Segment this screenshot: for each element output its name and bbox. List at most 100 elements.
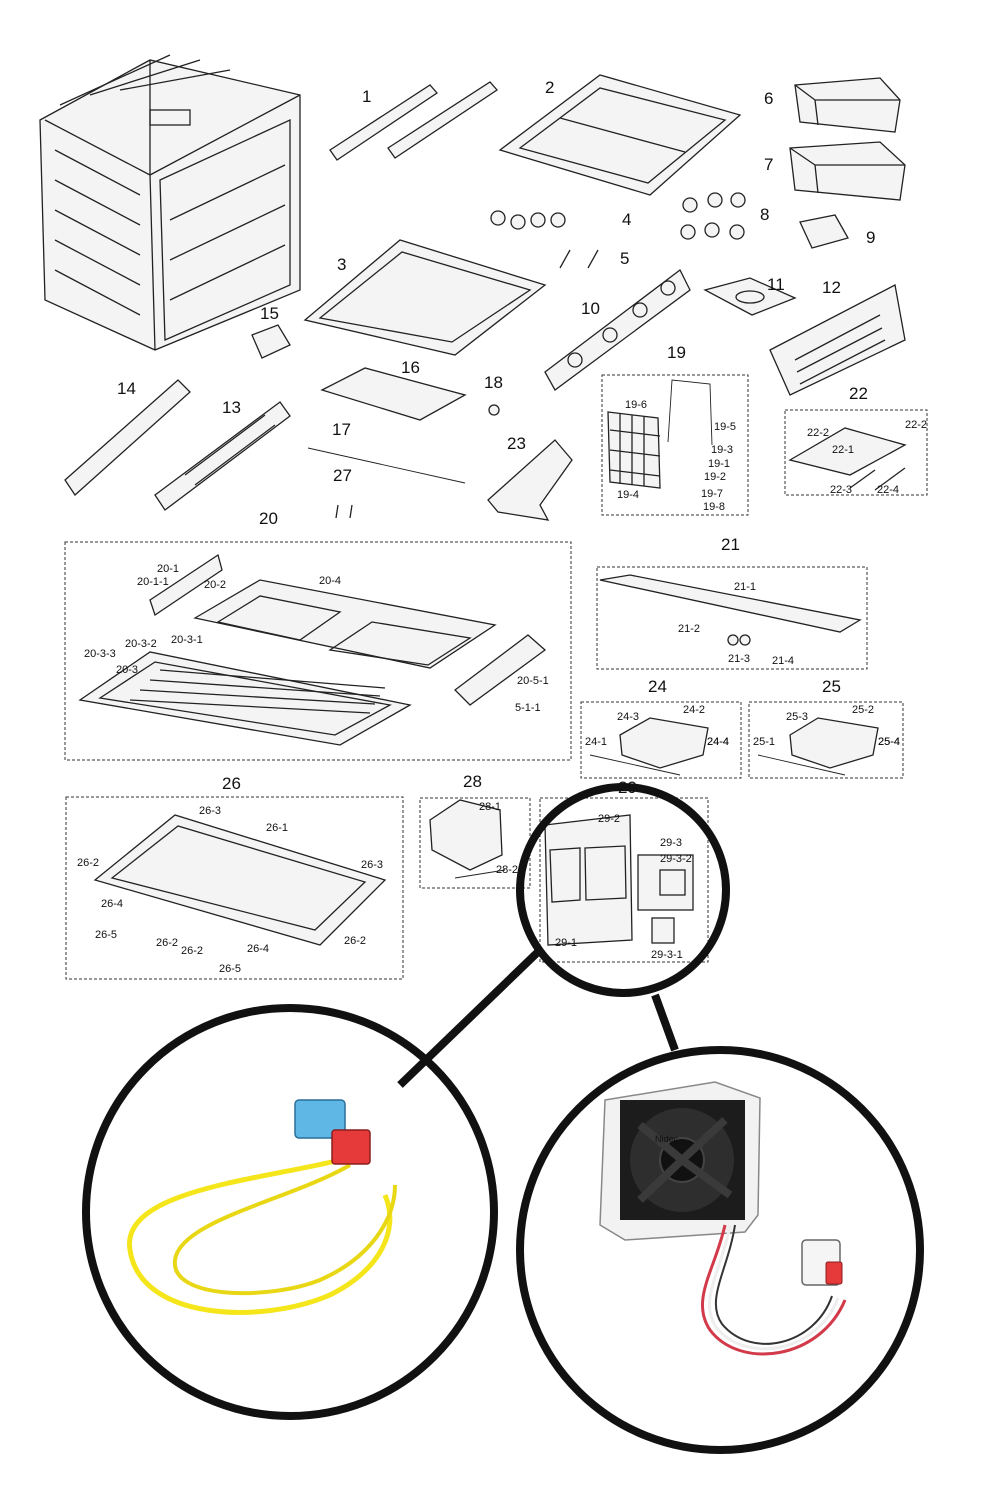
sublabel-29-1: 29-1	[555, 937, 577, 949]
sublabel-25-4: 25-4	[878, 736, 900, 748]
part-7-bin	[789, 141, 906, 201]
callout-5: 5	[620, 249, 629, 268]
part-11-plate	[703, 277, 797, 316]
part-20-1-bracket	[149, 553, 223, 617]
callout-4: 4	[622, 210, 631, 229]
sublabel-21-1: 21-1	[734, 581, 756, 593]
part-19-4-grille	[607, 411, 661, 489]
sub-labels: 19-119-219-319-419-519-619-719-820-120-1…	[77, 399, 927, 975]
sublabel-21-2: 21-2	[678, 623, 700, 635]
sublabel-19-8: 19-8	[703, 501, 725, 513]
sublabel-25-4: 25-4	[878, 736, 900, 748]
part-15-holder	[251, 324, 291, 359]
callout-11: 11	[767, 275, 785, 294]
callout-7: 7	[764, 155, 773, 174]
sublabel-20-4: 20-4	[319, 575, 341, 587]
callout-14: 14	[117, 379, 136, 398]
sublabel-26-2: 26-2	[344, 935, 366, 947]
part-20-drawer	[78, 651, 412, 746]
sublabel-19-3: 19-3	[711, 444, 733, 456]
sublabel-26-5: 26-5	[95, 929, 117, 941]
sublabel-20-1-1: 20-1-1	[137, 576, 169, 588]
part-18-screw	[488, 404, 500, 416]
callout-17: 17	[332, 420, 351, 439]
group-20-box	[64, 541, 572, 761]
sublabel-24-4: 24-4	[707, 736, 729, 748]
sublabel-22-3: 22-3	[830, 484, 852, 496]
part-12-guard	[769, 284, 906, 396]
part-23-assembly	[487, 439, 573, 521]
sublabel-28-1: 28-1	[479, 801, 501, 813]
sublabel-29-3-2: 29-3-2	[660, 853, 692, 865]
part-4-pins	[490, 210, 566, 230]
sublabel-21-3: 21-3	[728, 653, 750, 665]
callout-18: 18	[484, 373, 503, 392]
zoom-connector-left	[397, 947, 543, 1088]
part-10-bracket	[544, 269, 691, 391]
sublabel-22-4: 22-4	[877, 484, 899, 496]
sublabel-26-1: 26-1	[266, 822, 288, 834]
part-26-glass	[110, 825, 367, 931]
sublabel-19-6: 19-6	[625, 399, 647, 411]
sublabel-25-3: 25-3	[786, 711, 808, 723]
callout-24: 24	[648, 677, 667, 696]
group-22-box	[784, 409, 928, 496]
group-19-box	[601, 374, 749, 516]
part-21-3-knob-2	[739, 634, 751, 646]
fan-motor-photo	[599, 1081, 847, 1356]
sublabel-24-1: 24-1	[585, 736, 607, 748]
part-21-3-knob	[727, 634, 739, 646]
sublabel-26-3: 26-3	[361, 859, 383, 871]
part-20-4-cover	[193, 579, 497, 669]
part-26-shelf	[93, 814, 387, 946]
callout-21: 21	[721, 535, 740, 554]
callout-15: 15	[260, 304, 279, 323]
callout-29: 29	[618, 778, 637, 797]
callout-12: 12	[822, 278, 841, 297]
sublabel-22-2: 22-2	[905, 419, 927, 431]
sublabel-26-3: 26-3	[199, 805, 221, 817]
part-22-3-rods	[849, 467, 906, 491]
sublabel-20-2: 20-2	[204, 579, 226, 591]
sublabel-20-3-3: 20-3-3	[84, 648, 116, 660]
part-28-1-housing	[429, 799, 503, 871]
callout-10: 10	[581, 299, 600, 318]
sublabel-19-7: 19-7	[701, 488, 723, 500]
part-22-1-plate	[788, 427, 907, 476]
sublabel-5-1-1: 5-1-1	[515, 702, 541, 714]
part-24-drawer	[619, 717, 709, 769]
part-20-5-1-bracket	[454, 634, 547, 706]
sublabel-26-2: 26-2	[181, 945, 203, 957]
part-28-2-wire	[454, 869, 506, 879]
sublabel-19-5: 19-5	[714, 421, 736, 433]
sublabel-20-3: 20-3	[116, 664, 138, 676]
sublabel-26-4: 26-4	[247, 943, 269, 955]
callout-16: 16	[401, 358, 420, 377]
part-17-wire	[307, 447, 466, 484]
callout-6: 6	[764, 89, 773, 108]
zoom-circle-small	[516, 783, 730, 997]
part-29-2-door	[549, 845, 627, 903]
callout-27: 27	[333, 466, 352, 485]
part-6-bin	[794, 77, 901, 133]
red-connector	[331, 1129, 371, 1165]
sublabel-22-1: 22-1	[832, 444, 854, 456]
part-24-1-rail	[589, 754, 681, 776]
group-25-box	[748, 701, 904, 779]
sublabel-29-3: 29-3	[660, 837, 682, 849]
callout-2: 2	[545, 78, 554, 97]
callout-22: 22	[849, 384, 868, 403]
callout-13: 13	[222, 398, 241, 417]
sublabel-26-4: 26-4	[101, 898, 123, 910]
part-25-1-rail	[757, 754, 846, 776]
part-3-shelf	[303, 239, 547, 356]
part-29-3-2-fan	[659, 869, 686, 896]
callout-9: 9	[866, 228, 875, 247]
fan-brand-label: Nidec	[655, 1134, 679, 1144]
part-16-cover	[320, 367, 467, 421]
cabinet-drawing	[39, 54, 301, 351]
group-21-box	[596, 566, 868, 670]
part-19-5-wire	[667, 379, 713, 446]
part-29-3-1-board	[651, 917, 675, 944]
